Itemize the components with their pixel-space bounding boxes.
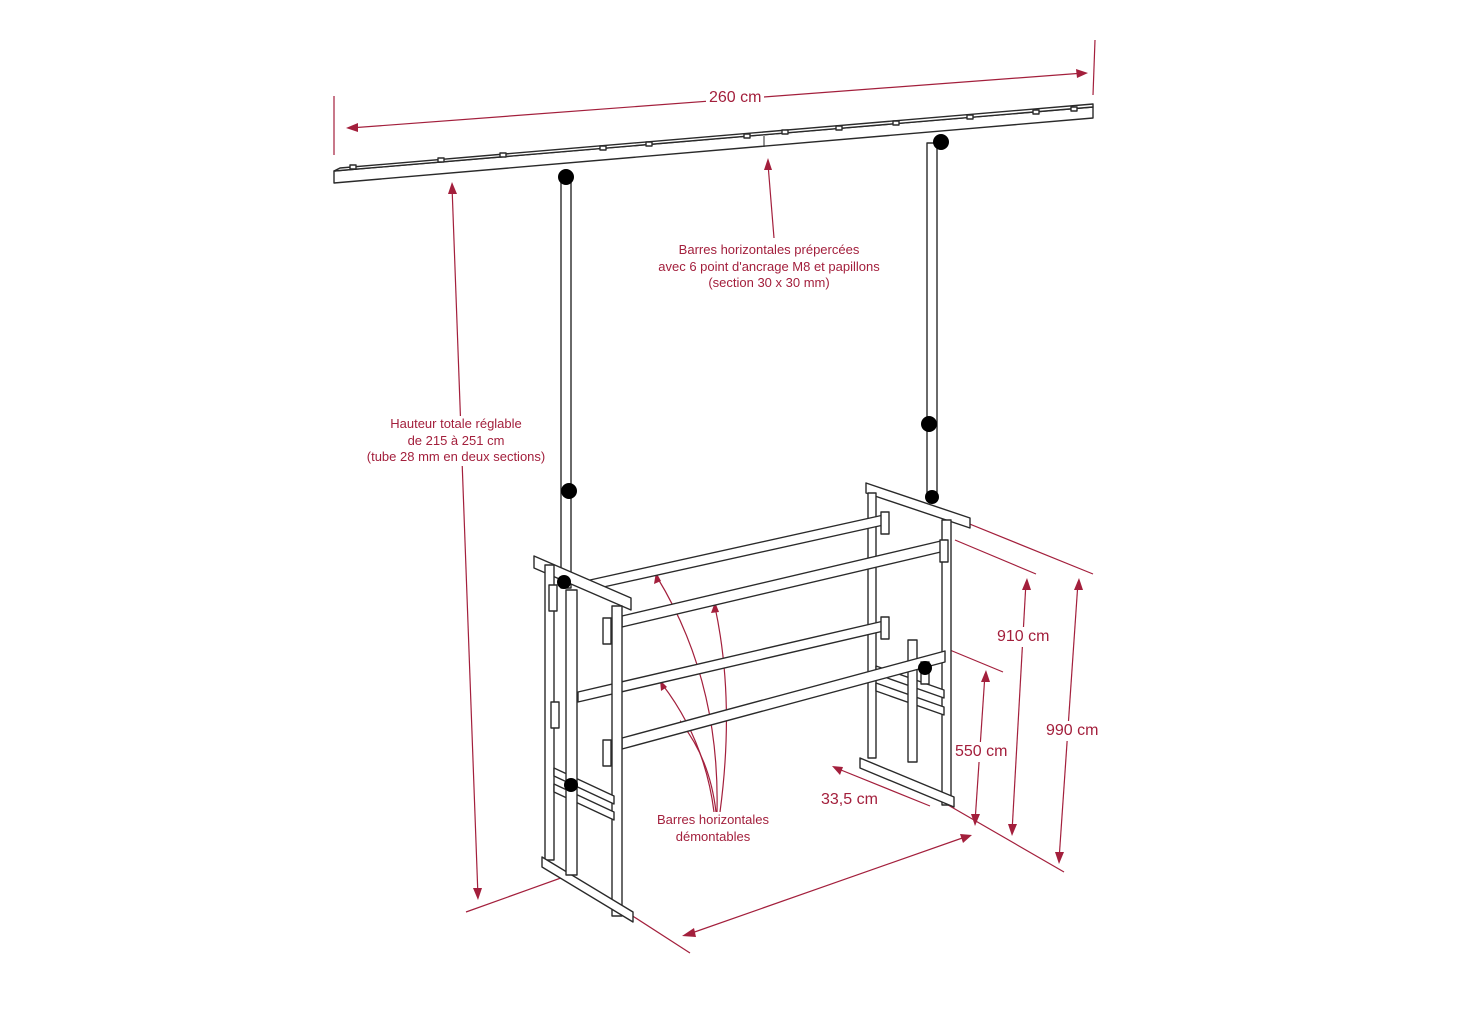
top-crossbar-top bbox=[333, 103, 1094, 172]
height-annotation-line1: Hauteur totale réglable bbox=[390, 416, 522, 431]
upper-tube-left bbox=[560, 177, 572, 589]
removable-pointer-1 bbox=[656, 576, 718, 813]
removable-pointer-3 bbox=[661, 683, 715, 813]
crossbar-annotation-line1: Barres horizontales prépercées bbox=[678, 242, 860, 257]
right-lower-tube bbox=[907, 639, 918, 763]
dim-depth-total-label: 990 cm bbox=[1043, 721, 1102, 742]
dim-ext-mid bbox=[944, 647, 1004, 673]
long-bar-top-back bbox=[589, 513, 889, 591]
left-top-crossbar bbox=[533, 555, 632, 611]
dim-bottom-left-ext bbox=[465, 873, 573, 913]
dim-335-line bbox=[835, 767, 931, 807]
dim-260-right-tick bbox=[1092, 39, 1096, 96]
top-crossbar bbox=[333, 106, 1094, 184]
knob-low-right bbox=[925, 490, 939, 504]
long-bar-top-front bbox=[621, 539, 946, 628]
left-lower-tube bbox=[565, 589, 578, 876]
upper-tube-right bbox=[926, 142, 938, 499]
dim-foot-depth-label: 33,5 cm bbox=[818, 790, 881, 811]
right-foot bbox=[859, 757, 955, 808]
crossbar-pointer bbox=[767, 163, 775, 239]
left-foot bbox=[541, 856, 634, 923]
right-top-crossbar bbox=[865, 482, 971, 529]
dim-bottom-width bbox=[685, 835, 969, 936]
dim-height-line bbox=[451, 185, 479, 898]
removable-pointer-4 bbox=[681, 723, 717, 813]
height-annotation-line2: de 215 à 251 cm bbox=[407, 432, 505, 448]
stand-frame bbox=[333, 103, 1094, 923]
dim-910-line bbox=[1011, 581, 1027, 833]
dim-bottom-right-ext bbox=[627, 912, 691, 954]
height-annotation-line3: (tube 28 mm en deux sections) bbox=[366, 449, 546, 465]
knob-mid-left bbox=[561, 483, 577, 499]
crossbar-annotation-line2: avec 6 point d'ancrage M8 et papillons bbox=[658, 258, 880, 274]
long-bar-bottom-front bbox=[621, 650, 946, 750]
knob-bottom-right bbox=[918, 661, 932, 675]
crossbar-annotation: Barres horizontales prépercées avec 6 po… bbox=[640, 242, 898, 292]
dim-ext-bottom bbox=[947, 804, 1065, 873]
removable-bars-annotation: Barres horizontales démontables bbox=[643, 812, 783, 846]
knob-top-right bbox=[933, 134, 949, 150]
dim-height-lower-label: 550 cm bbox=[952, 742, 1011, 763]
dim-width-top-label: 260 cm bbox=[706, 88, 765, 109]
dim-depth-upper-label: 910 cm bbox=[994, 627, 1053, 648]
removable-pointer-2 bbox=[714, 606, 727, 813]
height-annotation: Hauteur totale réglable de 215 à 251 cm … bbox=[356, 416, 556, 466]
left-front-post bbox=[611, 605, 623, 917]
anchor-points bbox=[349, 106, 1078, 170]
crossbar-annotation-line3: (section 30 x 30 mm) bbox=[708, 275, 830, 291]
clamp bbox=[548, 584, 558, 612]
knob-top-left bbox=[558, 169, 574, 185]
knob-low-left bbox=[557, 575, 571, 589]
dim-ext-top-inner bbox=[954, 539, 1037, 575]
knob-bottom-left bbox=[564, 778, 578, 792]
removable-bars-line1: Barres horizontales bbox=[657, 812, 769, 827]
knob-mid-right bbox=[921, 416, 937, 432]
removable-bars-line2: démontables bbox=[675, 828, 751, 844]
